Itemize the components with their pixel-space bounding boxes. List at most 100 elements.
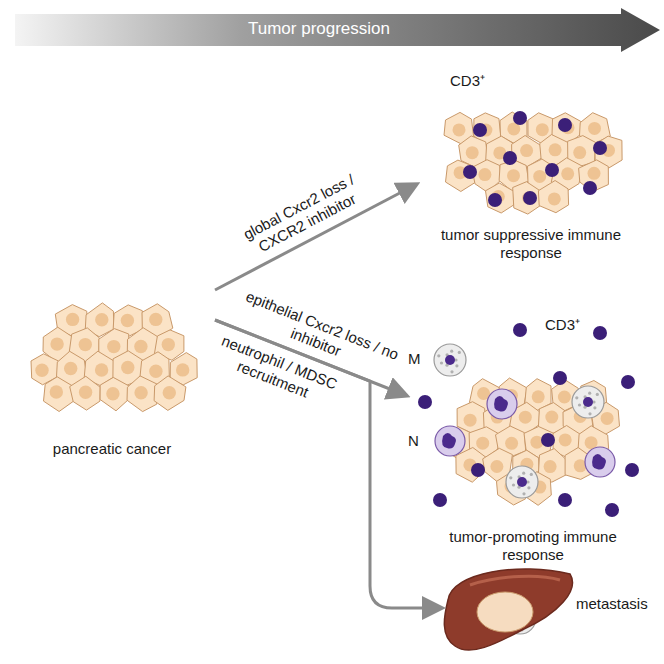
tumor-cell bbox=[456, 448, 487, 483]
nucleus bbox=[79, 338, 92, 351]
granule bbox=[450, 370, 453, 373]
nucleus bbox=[558, 391, 571, 404]
granule bbox=[455, 364, 458, 367]
cd3-t-cell bbox=[583, 181, 597, 195]
cd3-t-cell bbox=[488, 193, 502, 207]
progression-band: Tumor progression bbox=[15, 8, 660, 52]
figure-label: M bbox=[408, 350, 422, 368]
granule bbox=[593, 406, 596, 409]
cd3-t-cell bbox=[503, 151, 517, 165]
figure-label: pancreatic cancer bbox=[52, 440, 172, 458]
granule bbox=[588, 392, 591, 395]
tumor-cell bbox=[538, 181, 568, 213]
granule bbox=[450, 350, 453, 353]
cd3-t-cell bbox=[593, 326, 607, 340]
neutrophil bbox=[585, 447, 615, 477]
nucleus bbox=[95, 363, 108, 376]
macrophage bbox=[572, 386, 604, 418]
liver-shape bbox=[444, 569, 572, 650]
figure-group: CD3⁺tumor suppressive immune response bbox=[415, 64, 647, 266]
nucleus bbox=[559, 433, 572, 446]
nucleus bbox=[601, 412, 614, 425]
nucleus bbox=[50, 337, 63, 350]
figure-group: CD3⁺ M Ntumor-promoting immune response bbox=[405, 312, 650, 568]
cd3-t-cell bbox=[558, 493, 572, 507]
nucleus bbox=[544, 460, 557, 473]
cd3-t-cell bbox=[593, 141, 607, 155]
granule bbox=[509, 476, 512, 479]
liver-highlight bbox=[470, 576, 560, 585]
tumor-cell bbox=[154, 376, 186, 411]
neutrophil-nucleus bbox=[494, 396, 508, 412]
nucleus bbox=[549, 143, 562, 156]
nucleus bbox=[176, 363, 189, 376]
granule bbox=[522, 472, 525, 475]
nucleus bbox=[573, 146, 586, 159]
nucleus bbox=[107, 340, 120, 353]
nucleus bbox=[588, 122, 601, 135]
cd3-t-cell bbox=[541, 433, 555, 447]
figure-group: metastasis bbox=[440, 565, 656, 660]
neutrophil bbox=[435, 426, 465, 456]
macrophage-nucleus bbox=[583, 397, 593, 407]
nucleus bbox=[588, 167, 601, 180]
granule bbox=[437, 354, 440, 357]
nucleus bbox=[121, 314, 134, 327]
edge-label: global Cxcr2 loss / CXCR2 inhibitor bbox=[220, 160, 387, 271]
granule bbox=[588, 412, 591, 415]
nucleus bbox=[163, 386, 176, 399]
figure-label: metastasis bbox=[576, 595, 654, 613]
nucleus bbox=[50, 385, 63, 398]
nucleus bbox=[536, 123, 549, 136]
nucleus bbox=[464, 414, 477, 427]
band-title: Tumor progression bbox=[15, 20, 623, 38]
tumor-cell bbox=[44, 377, 74, 412]
neutrophil-nucleus bbox=[442, 433, 456, 449]
figure-group: pancreatic cancer bbox=[15, 272, 215, 478]
granule bbox=[522, 492, 525, 495]
nucleus bbox=[149, 313, 162, 326]
cd3-t-cell bbox=[463, 165, 477, 179]
granule bbox=[530, 473, 533, 476]
nucleus bbox=[79, 386, 92, 399]
tumor-cell bbox=[100, 377, 129, 410]
nucleus bbox=[149, 365, 162, 378]
nucleus bbox=[466, 146, 479, 159]
figure-label: tumor-promoting immune response bbox=[433, 528, 633, 564]
nucleus bbox=[532, 390, 545, 403]
nucleus bbox=[35, 364, 48, 377]
tumor-cell bbox=[127, 376, 158, 412]
nucleus bbox=[507, 169, 520, 182]
metastatic-tumor bbox=[477, 592, 533, 632]
nucleus bbox=[533, 170, 546, 183]
cd3-t-cell bbox=[471, 463, 485, 477]
granule bbox=[575, 396, 578, 399]
nucleus bbox=[478, 168, 491, 181]
granule bbox=[527, 486, 530, 489]
nucleus bbox=[66, 313, 79, 326]
cd3-t-cell bbox=[625, 463, 639, 477]
macrophage bbox=[434, 344, 466, 376]
nucleus bbox=[561, 167, 574, 180]
cd3-t-cell bbox=[473, 123, 487, 137]
granule bbox=[458, 351, 461, 354]
nucleus bbox=[545, 411, 558, 424]
band-shape bbox=[15, 8, 660, 52]
cd3-t-cell bbox=[621, 375, 635, 389]
figure-label: tumor suppressive immune response bbox=[436, 226, 626, 262]
nucleus bbox=[162, 338, 175, 351]
figure-label: N bbox=[408, 432, 422, 450]
nucleus bbox=[121, 361, 134, 374]
cd3-t-cell bbox=[558, 118, 572, 132]
tumor-cell bbox=[486, 183, 514, 213]
nucleus bbox=[476, 437, 489, 450]
macrophage-nucleus bbox=[517, 477, 527, 487]
figure-label: CD3⁺ bbox=[545, 316, 595, 334]
cd3-t-cell bbox=[513, 323, 527, 337]
nucleus bbox=[490, 460, 503, 473]
neutrophil bbox=[487, 389, 517, 419]
nucleus bbox=[519, 411, 532, 424]
tumor-cell bbox=[70, 376, 101, 410]
neutrophil-nucleus bbox=[592, 454, 606, 470]
nucleus bbox=[548, 192, 561, 205]
